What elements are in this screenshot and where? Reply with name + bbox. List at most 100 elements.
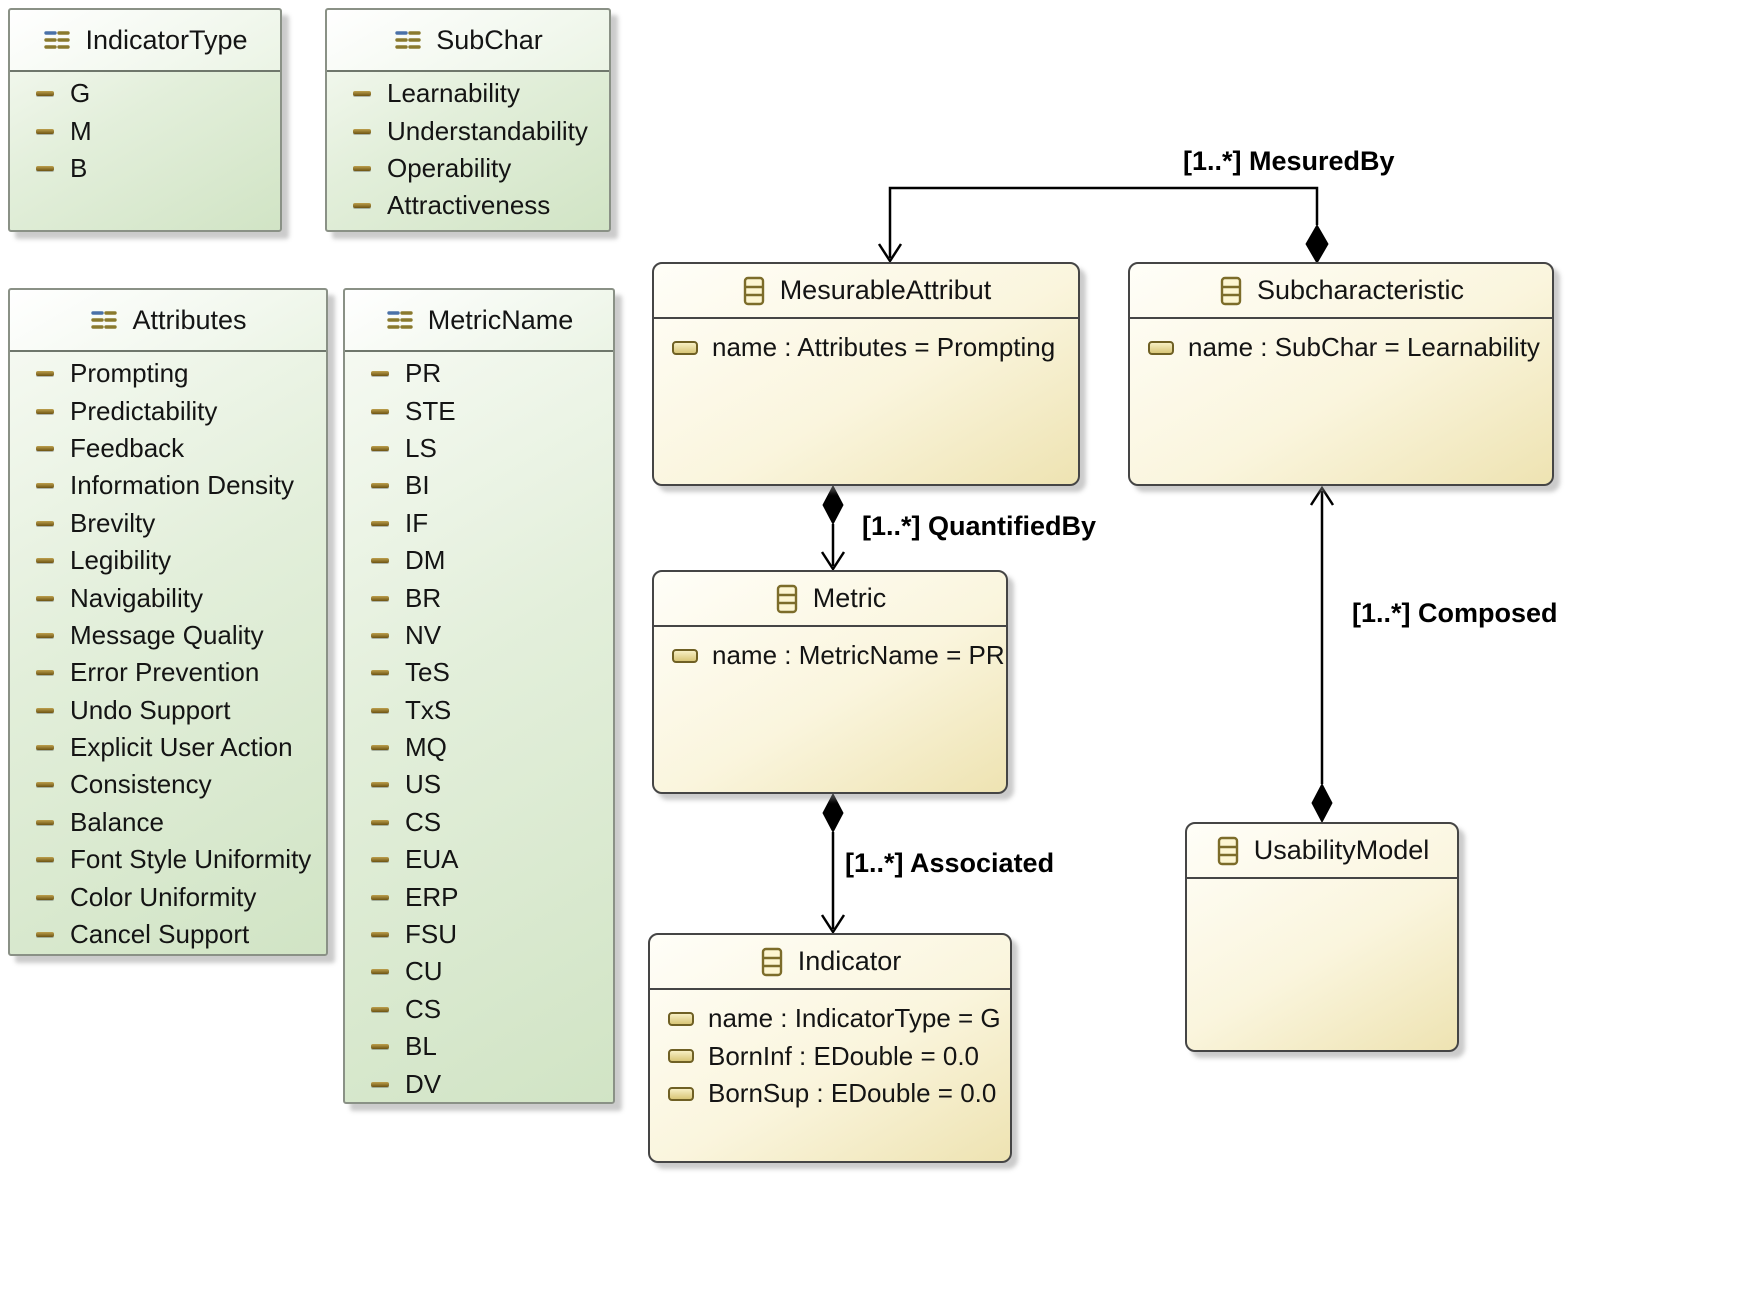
class-attribute-label: name : Attributes = Prompting (712, 332, 1056, 363)
attribute-icon (672, 648, 698, 663)
class-attr-list (1187, 879, 1457, 889)
class-attribute-label: name : IndicatorType = G (708, 1003, 1001, 1034)
class-usabilitymodel[interactable]: UsabilityModel (1185, 822, 1459, 1052)
enum-literal-icon (371, 408, 389, 414)
enum-literal-icon (371, 932, 389, 938)
enum-literal-icon (36, 371, 54, 377)
class-title: MesurableAttribut (779, 275, 992, 305)
enum-literal: DM (371, 542, 613, 579)
enum-attributes-header: Attributes (10, 290, 326, 352)
class-indicator[interactable]: Indicator name : IndicatorType = G BornI… (648, 933, 1012, 1163)
enum-literal-icon (371, 445, 389, 451)
enum-literal-label: Font Style Uniformity (70, 844, 312, 875)
enum-literal-label: Brevilty (70, 507, 156, 538)
enum-literal: Explicit User Action (36, 729, 326, 766)
class-attribute: BornSup : EDouble = 0.0 (668, 1075, 1010, 1113)
enum-literal-label: Understandability (387, 115, 588, 146)
class-title: UsabilityModel (1253, 835, 1430, 865)
enum-literal-icon (353, 128, 371, 134)
enum-title: Attributes (132, 304, 247, 335)
class-attribute: name : Attributes = Prompting (672, 329, 1078, 367)
enum-literal-icon (36, 857, 54, 863)
enum-literal-label: Prompting (70, 358, 189, 389)
enum-literal-label: DV (405, 1068, 442, 1099)
enum-indicatortype[interactable]: IndicatorType G M B (8, 8, 282, 232)
enum-literal: Prompting (36, 355, 326, 392)
relation-label-composed: [1..*] Composed (1352, 598, 1558, 628)
enum-literal-label: TeS (405, 657, 450, 688)
enum-literal-icon (371, 745, 389, 751)
relation-mesuredby (877, 186, 1329, 264)
enum-literal: B (36, 150, 280, 187)
enum-literal: Brevilty (36, 505, 326, 542)
class-mesurableattribut[interactable]: MesurableAttribut name : Attributes = Pr… (652, 262, 1080, 486)
enum-literal-label: EUA (405, 844, 459, 875)
enum-literal: Cancel Support (36, 916, 326, 953)
enum-literal-list: Prompting Predictability Feedback Inform… (10, 352, 326, 953)
class-attr-list: name : Attributes = Prompting (654, 319, 1078, 367)
enum-literal-icon (36, 595, 54, 601)
enum-literal-label: CS (405, 993, 442, 1024)
enum-literal: BL (371, 1028, 613, 1065)
enum-literal-icon (36, 520, 54, 526)
enum-literal: MQ (371, 729, 613, 766)
enum-literal-label: BI (405, 470, 430, 501)
class-subcharacteristic[interactable]: Subcharacteristic name : SubChar = Learn… (1128, 262, 1554, 486)
class-title: Indicator (797, 946, 902, 976)
enum-literal: Color Uniformity (36, 878, 326, 915)
class-indicator-header: Indicator (650, 935, 1010, 990)
class-metric-header: Metric (654, 572, 1006, 627)
enum-literal: Undo Support (36, 692, 326, 729)
class-subcharacteristic-header: Subcharacteristic (1130, 264, 1552, 319)
enum-literal-label: Attractiveness (387, 190, 551, 221)
enum-literal-icon (36, 894, 54, 900)
enum-literal-label: Undo Support (70, 694, 231, 725)
attribute-icon (668, 1086, 694, 1101)
class-attr-list: name : SubChar = Learnability (1130, 319, 1552, 367)
class-attribute-label: BornSup : EDouble = 0.0 (708, 1078, 997, 1109)
enum-literal-icon (371, 558, 389, 564)
enum-literal-label: Predictability (70, 395, 218, 426)
enum-literal-label: B (70, 152, 88, 183)
enum-icon (393, 25, 423, 55)
class-icon (774, 584, 800, 614)
enum-literal: Learnability (353, 75, 609, 112)
enum-literal-icon (36, 819, 54, 825)
enum-icon (42, 25, 72, 55)
relation-associated (820, 792, 846, 935)
enum-metricname[interactable]: MetricName PR STE LS BI IF DM BR NV TeS … (343, 288, 615, 1104)
enum-literal-icon (371, 857, 389, 863)
class-attribute-label: name : MetricName = PR (712, 640, 1005, 671)
class-attribute: BornInf : EDouble = 0.0 (668, 1038, 1010, 1076)
enum-literal-label: Information Density (70, 470, 294, 501)
enum-literal: EUA (371, 841, 613, 878)
enum-literal-label: BL (405, 1031, 437, 1062)
enum-attributes[interactable]: Attributes Prompting Predictability Feed… (8, 288, 328, 956)
enum-literal-icon (353, 165, 371, 171)
class-title: Metric (812, 583, 887, 613)
class-icon (1218, 276, 1244, 306)
enum-literal: CU (371, 953, 613, 990)
enum-literal-icon (36, 932, 54, 938)
enum-literal-label: FSU (405, 919, 457, 950)
enum-literal: Operability (353, 150, 609, 187)
enum-literal: Feedback (36, 430, 326, 467)
enum-literal: Consistency (36, 766, 326, 803)
enum-title: IndicatorType (85, 24, 248, 55)
enum-literal-label: Learnability (387, 78, 520, 109)
class-metric[interactable]: Metric name : MetricName = PR (652, 570, 1008, 794)
enum-literal: DV (371, 1065, 613, 1102)
enum-literal-label: Message Quality (70, 619, 264, 650)
enum-literal: TeS (371, 654, 613, 691)
enum-literal: BR (371, 579, 613, 616)
enum-literal-icon (353, 203, 371, 209)
enum-subchar[interactable]: SubChar Learnability Understandability O… (325, 8, 611, 232)
class-icon (759, 947, 785, 977)
enum-literal-label: BR (405, 582, 442, 613)
class-title: Subcharacteristic (1256, 275, 1465, 305)
relation-quantifiedby (820, 484, 846, 572)
enum-literal-icon (36, 91, 54, 97)
enum-literal: Legibility (36, 542, 326, 579)
enum-literal-icon (36, 558, 54, 564)
